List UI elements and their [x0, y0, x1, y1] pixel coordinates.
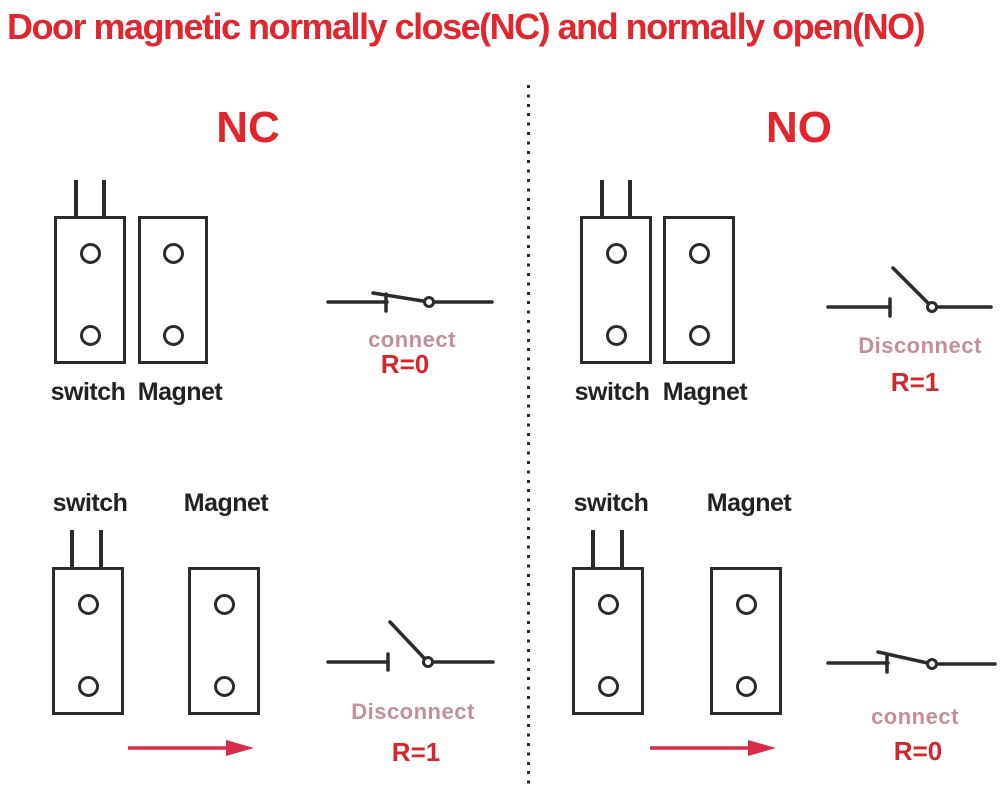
no-together-magnet-body	[663, 216, 735, 364]
status-text: connect	[368, 327, 456, 352]
magnet-label: Magnet	[706, 489, 792, 517]
switch-wire	[74, 180, 78, 218]
screw-hole-icon	[214, 594, 235, 615]
screw-hole-icon	[80, 243, 101, 264]
screw-hole-icon	[78, 676, 99, 697]
screw-hole-icon	[598, 676, 619, 697]
magnet-direction-arrow-icon	[650, 740, 776, 756]
screw-hole-icon	[598, 594, 619, 615]
resistance-value: R=0	[893, 736, 943, 766]
no-heading: NO	[766, 103, 832, 152]
nc-together-switch-body	[54, 216, 126, 364]
section-divider-dotted	[527, 85, 530, 785]
no-together-switch-body	[580, 216, 652, 364]
switch-wire	[102, 180, 106, 218]
status-text: Disconnect	[351, 699, 475, 724]
nc-together-magnet-body	[138, 216, 208, 364]
screw-hole-icon	[736, 676, 757, 697]
no-apart-switch-body	[572, 567, 644, 715]
screw-hole-icon	[689, 325, 710, 346]
magnet-direction-arrow-icon	[128, 740, 254, 756]
status-text: connect	[871, 704, 959, 729]
screw-hole-icon	[78, 594, 99, 615]
closed-circuit-icon	[826, 650, 997, 674]
magnet-label: Magnet	[183, 489, 269, 517]
switch-label: switch	[573, 489, 649, 517]
switch-wire	[620, 530, 624, 568]
screw-hole-icon	[606, 243, 627, 264]
nc-apart-magnet-body	[188, 567, 260, 715]
switch-label: switch	[52, 489, 128, 517]
switch-label: switch	[50, 378, 126, 406]
resistance-value: R=0	[380, 349, 430, 379]
screw-hole-icon	[214, 676, 235, 697]
no-apart-magnet-body	[710, 567, 782, 715]
resistance-value: R=1	[890, 367, 940, 397]
open-circuit-icon	[326, 620, 495, 672]
screw-hole-icon	[80, 325, 101, 346]
screw-hole-icon	[689, 243, 710, 264]
switch-wire	[70, 530, 74, 568]
resistance-value: R=1	[391, 737, 441, 767]
screw-hole-icon	[163, 243, 184, 264]
screw-hole-icon	[736, 594, 757, 615]
switch-wire	[600, 180, 604, 218]
status-text: Disconnect	[858, 333, 982, 358]
open-circuit-icon	[826, 266, 993, 318]
switch-wire	[628, 180, 632, 218]
magnet-label: Magnet	[662, 378, 748, 406]
switch-wire	[591, 530, 595, 568]
nc-heading: NC	[216, 103, 280, 152]
screw-hole-icon	[163, 325, 184, 346]
page-title: Door magnetic normally close(NC) and nor…	[7, 6, 926, 47]
screw-hole-icon	[606, 325, 627, 346]
closed-circuit-icon	[326, 291, 494, 313]
magnet-label: Magnet	[137, 378, 223, 406]
switch-label: switch	[574, 378, 650, 406]
nc-apart-switch-body	[52, 567, 124, 715]
switch-wire	[99, 530, 103, 568]
